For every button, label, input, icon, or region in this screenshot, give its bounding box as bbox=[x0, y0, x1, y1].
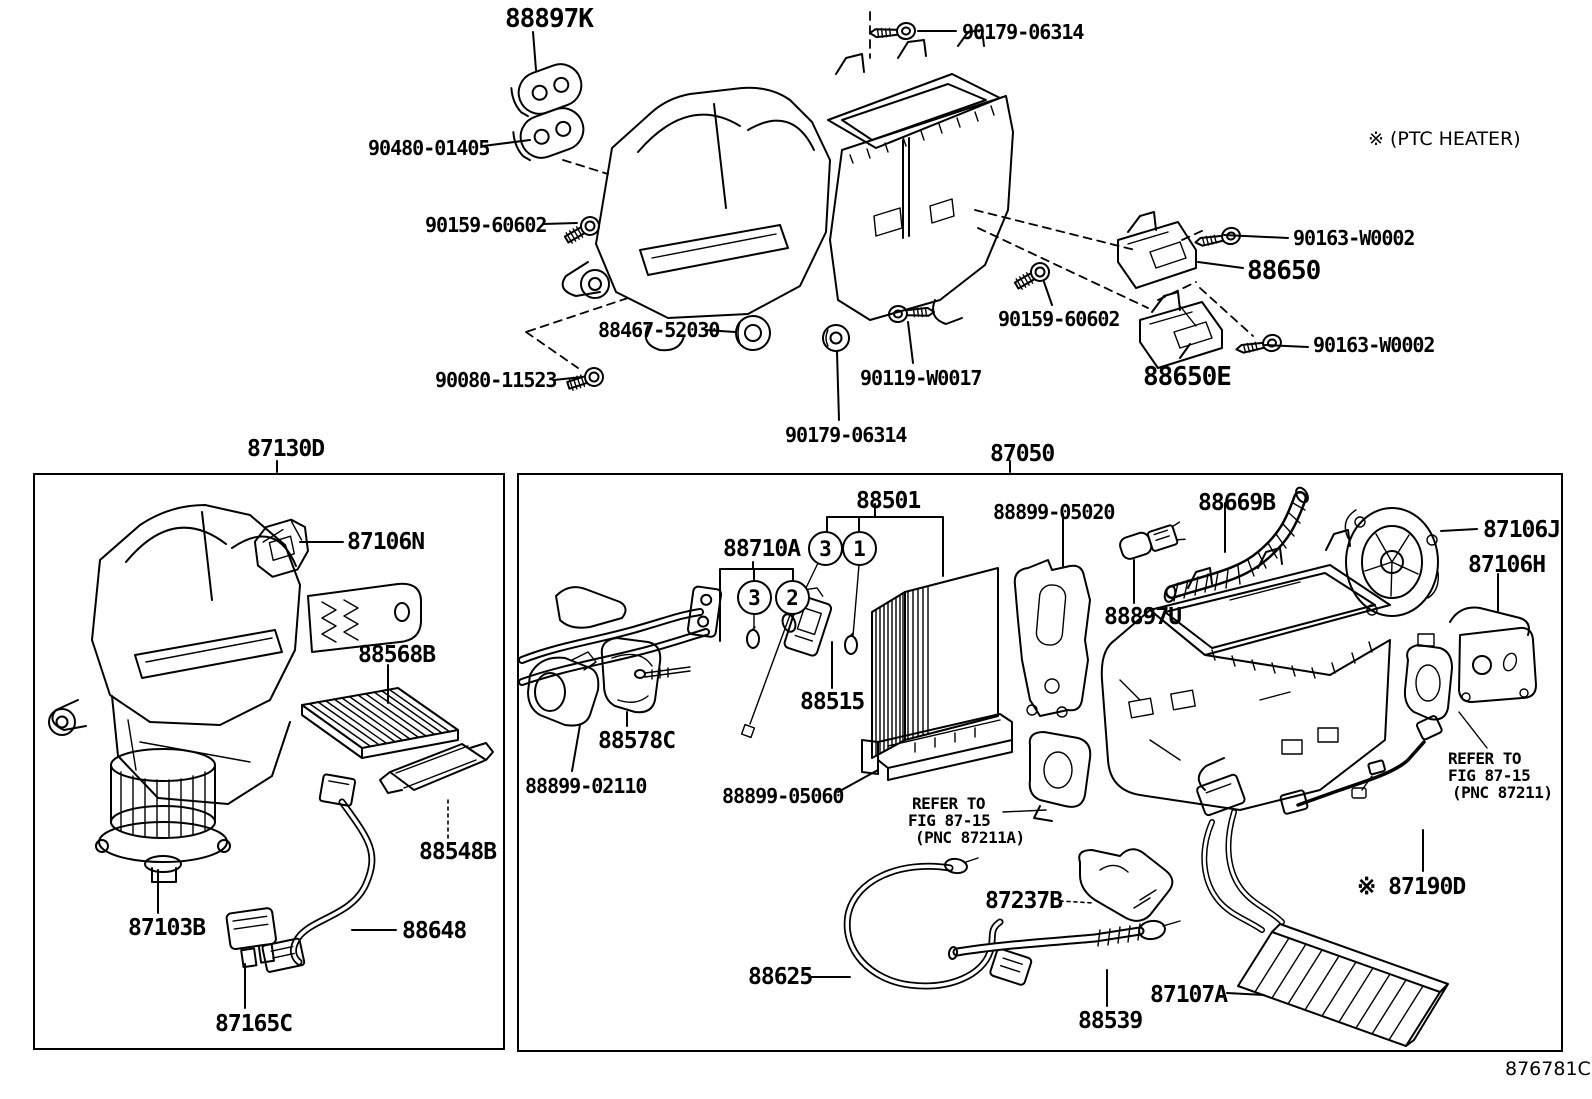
sensor-88897u-drawing bbox=[1119, 521, 1186, 560]
fan-87106j-drawing bbox=[1344, 507, 1439, 617]
sensor-88899-02110-drawing bbox=[527, 651, 600, 727]
heater-case-drawing bbox=[1100, 529, 1391, 811]
leader-lines-top bbox=[482, 30, 1309, 421]
bracket-88650 bbox=[1117, 211, 1197, 289]
part-label-88897k: 88897K bbox=[505, 4, 594, 34]
part-label-87106n: 87106N bbox=[347, 529, 425, 555]
bolt-90080 bbox=[564, 364, 607, 395]
harness-87190d-drawing bbox=[1279, 715, 1443, 815]
filter-88568b-drawing bbox=[301, 687, 459, 759]
heater-unit-box bbox=[517, 473, 1563, 1052]
actuator-87106h-drawing bbox=[1449, 606, 1537, 703]
bracket-87237b-drawing bbox=[1078, 848, 1174, 922]
hose-88539-drawing bbox=[947, 919, 1181, 960]
part-label-88899-02110: 88899-02110 bbox=[525, 774, 647, 798]
refer-note-evap-line2: FIG 87-15 bbox=[908, 811, 991, 830]
part-label-90480-01405: 90480-01405 bbox=[368, 136, 490, 160]
grommet-88467 bbox=[735, 315, 771, 351]
part-label-90080-11523: 90080-11523 bbox=[435, 368, 557, 392]
callout-circle-2-pipe: 2 bbox=[775, 580, 810, 615]
part-label-90179-06314-top: 90179-06314 bbox=[962, 20, 1084, 44]
bar-88548b-drawing bbox=[379, 742, 494, 794]
part-label-87106j: 87106J bbox=[1483, 517, 1561, 543]
part-label-88578c: 88578C bbox=[598, 728, 676, 754]
grommet-90179-b bbox=[822, 324, 850, 352]
tray-88899-05060-drawing bbox=[861, 713, 1013, 781]
screw-90179-top bbox=[868, 20, 918, 45]
part-label-88669b: 88669B bbox=[1198, 490, 1276, 516]
part-label-88899-05060: 88899-05060 bbox=[722, 784, 844, 808]
diagram-code: 876781C bbox=[1505, 1058, 1591, 1080]
part-label-87237b: 87237B bbox=[985, 888, 1063, 914]
refer-note-heater-line1: REFER TO bbox=[1448, 749, 1522, 768]
heater-core-87107a-drawing bbox=[1196, 757, 1449, 1047]
hose-88669b-drawing bbox=[1163, 486, 1309, 603]
part-label-87103b: 87103B bbox=[128, 915, 206, 941]
part-label-88539: 88539 bbox=[1078, 1008, 1143, 1034]
part-label-88515: 88515 bbox=[800, 689, 865, 715]
box-label-87050: 87050 bbox=[990, 441, 1055, 467]
callout-circle-3-evap: 3 bbox=[808, 531, 843, 566]
refer-note-evap-line1: REFER TO bbox=[912, 794, 986, 813]
connector-87106n-drawing bbox=[253, 518, 309, 578]
refer-note-heater-line2: FIG 87-15 bbox=[1448, 766, 1531, 785]
part-label-88710a: 88710A bbox=[723, 536, 801, 562]
part-label-88899-05020: 88899-05020 bbox=[993, 500, 1115, 524]
screw-90163-a bbox=[1193, 224, 1243, 255]
refer-note-heater-line3: (PNC 87211) bbox=[1452, 783, 1553, 802]
part-label-88897u: 88897U bbox=[1104, 604, 1182, 630]
grommet-pair-88897k bbox=[506, 57, 591, 167]
part-label-88648: 88648 bbox=[402, 918, 467, 944]
part-label-88467-52030: 88467-52030 bbox=[598, 318, 720, 342]
blower-unit-box bbox=[33, 473, 505, 1050]
part-label-88568b: 88568B bbox=[358, 642, 436, 668]
construction-lines bbox=[525, 11, 1254, 369]
ptc-heater-note: ※ (PTC HEATER) bbox=[1368, 128, 1521, 150]
part-label-90163-w0002-a: 90163-W0002 bbox=[1293, 226, 1415, 250]
bracket-88899-05020-drawing bbox=[1013, 559, 1091, 718]
cable-88648-drawing bbox=[261, 773, 376, 973]
part-label-90179-06314-b: 90179-06314 bbox=[785, 423, 907, 447]
part-label-87165c: 87165C bbox=[215, 1011, 293, 1037]
part-label-88625: 88625 bbox=[748, 964, 813, 990]
cover-88578c-drawing bbox=[600, 637, 662, 714]
refer-note-evap-line3: (PNC 87211A) bbox=[915, 828, 1025, 847]
callout-circle-3-pipe: 3 bbox=[737, 580, 772, 615]
part-label-90119-w0017: 90119-W0017 bbox=[860, 366, 982, 390]
box-label-87130d: 87130D bbox=[247, 436, 325, 462]
blower-case-drawing bbox=[48, 504, 422, 805]
part-label-90163-w0002-b: 90163-W0002 bbox=[1313, 333, 1435, 357]
part-label-87190d: ※ 87190D bbox=[1357, 874, 1466, 900]
part-label-90159-60602-a: 90159-60602 bbox=[425, 213, 547, 237]
part-label-88650: 88650 bbox=[1247, 256, 1321, 286]
pipes-88710a-drawing bbox=[518, 585, 723, 686]
part-label-88650e: 88650E bbox=[1143, 362, 1232, 392]
part-label-88548b: 88548B bbox=[419, 839, 497, 865]
part-label-88501: 88501 bbox=[856, 488, 921, 514]
evaporator-88501-drawing bbox=[871, 567, 999, 759]
part-label-90159-60602-b: 90159-60602 bbox=[998, 307, 1120, 331]
actuator-refer-87211-drawing bbox=[1403, 633, 1453, 721]
part-label-87107a: 87107A bbox=[1150, 982, 1228, 1008]
callout-circle-1-evap: 1 bbox=[842, 531, 877, 566]
part-label-87106h: 87106H bbox=[1468, 552, 1546, 578]
top-assembly-drawing bbox=[561, 29, 1014, 352]
blower-motor-87103b-drawing bbox=[95, 748, 231, 883]
